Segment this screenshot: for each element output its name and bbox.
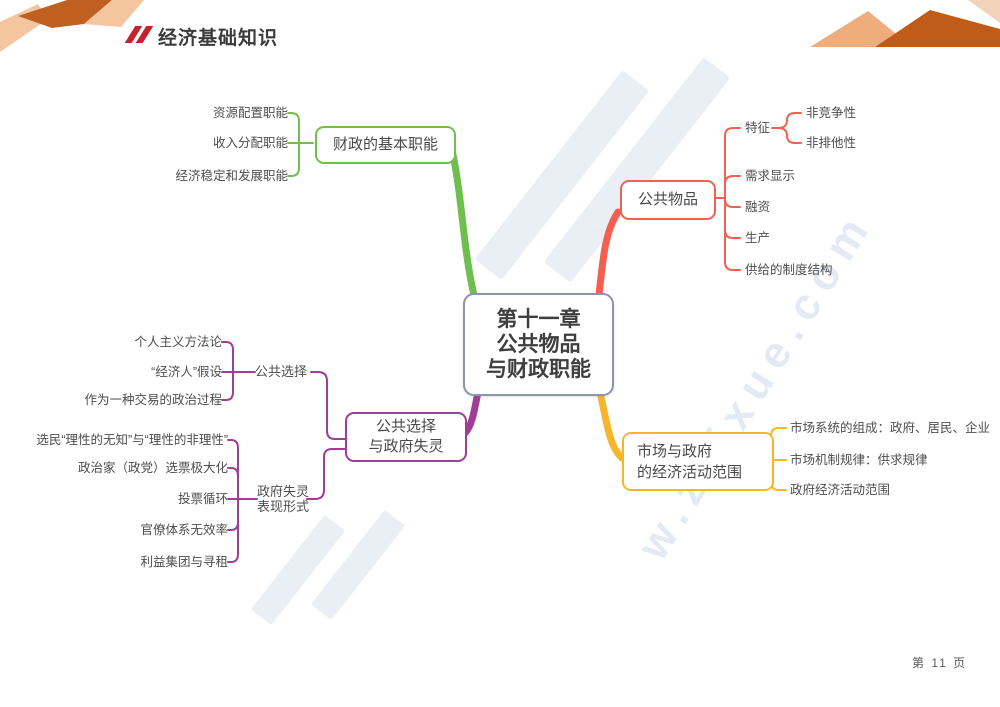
node-public-choice-gov-failure: 公共选择 与政府失灵 (345, 412, 467, 462)
node-label: 公共物品 (637, 191, 698, 208)
leaf-individualist-methodology: 个人主义方法论 (134, 335, 222, 349)
leaf-bureaucratic-inefficiency: 官僚体系无效率 (140, 523, 228, 537)
leaf-government-activity-scope: 政府经济活动范围 (790, 483, 891, 497)
leaf-market-system-composition: 市场系统的组成：政府、居民、企业 (790, 421, 991, 435)
node-market-and-government: 市场与政府 的经济活动范围 (622, 432, 774, 491)
leaf-income-distribution: 收入分配职能 (212, 136, 288, 150)
leaf-politics-as-exchange: 作为一种交易的政治过程 (84, 393, 222, 407)
node-line-2: 与政府失灵 (368, 438, 444, 455)
node-label: 财政的基本职能 (332, 136, 438, 153)
leaf-economic-stability: 经济稳定和发展职能 (175, 169, 288, 183)
leaf-resource-allocation: 资源配置职能 (212, 106, 288, 120)
center-line-2: 公共物品 (496, 333, 581, 356)
leaf-production: 生产 (745, 231, 771, 245)
leaf-market-mechanism-law: 市场机制规律：供求规律 (790, 453, 928, 467)
leaf-vote-maximization: 政治家（政党）选票极大化 (77, 461, 228, 475)
leaf-non-excludability: 非排他性 (806, 136, 857, 150)
page-title: 经济基础知识 (158, 28, 279, 49)
node-finance-basic-functions: 财政的基本职能 (315, 126, 456, 164)
node-line-1: 公共选择 (375, 418, 436, 435)
leaf-supply-institutional-structure: 供给的制度结构 (745, 263, 833, 277)
leaf-economic-man-hypothesis: “经济人”假设 (151, 365, 222, 379)
node-line-1: 市场与政府 (637, 442, 713, 460)
leaf-voter-rational-ignorance: 选民“理性的无知”与“理性的非理性” (36, 433, 228, 447)
subnode-line-1: 政府失灵 (257, 484, 310, 499)
node-public-goods: 公共物品 (620, 180, 716, 220)
subnode-public-choice: 公共选择 (255, 364, 308, 379)
node-chapter-center: 第十一章 公共物品 与财政职能 (463, 293, 614, 396)
subnode-line-2: 表现形式 (257, 498, 310, 514)
leaf-features: 特征 (745, 121, 771, 135)
page-number: 第 11 页 (912, 656, 968, 670)
leaf-interest-groups-rent-seeking: 利益集团与寻租 (140, 555, 228, 569)
subnode-government-failure-forms: 政府失灵 表现形式 (257, 484, 310, 514)
leaf-non-rivalry: 非竞争性 (806, 106, 857, 120)
node-line-2: 的经济活动范围 (637, 463, 743, 481)
corner-decoration-top-left (0, 0, 144, 52)
leaf-voting-cycle: 投票循环 (177, 492, 228, 506)
center-line-3: 与财政职能 (486, 358, 591, 381)
leaf-demand-revelation: 需求显示 (745, 169, 796, 183)
corner-decoration-top-right (810, 0, 1000, 47)
center-line-1: 第十一章 (496, 308, 581, 331)
leaf-financing: 融资 (745, 200, 771, 214)
